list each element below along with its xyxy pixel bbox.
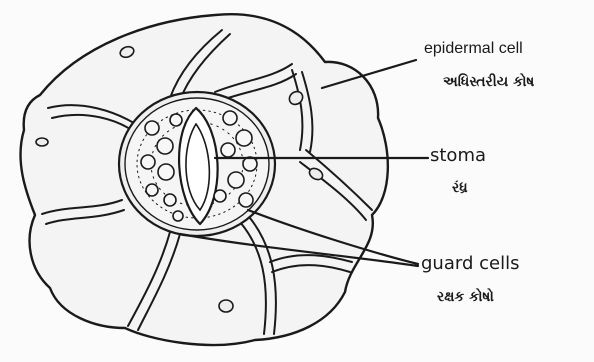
stoma-label-gujarati: રંધ્ર — [452, 180, 468, 196]
guard-cells-label: guard cells — [421, 253, 519, 274]
guard-cells-label-gujarati: રક્ષક કોષો — [437, 289, 494, 305]
epidermal-cell-label: epidermal cell — [424, 40, 523, 58]
epidermal-cell-label-gujarati: અધિસ્તરીય કોષ — [443, 74, 534, 90]
stoma-label: stoma — [430, 145, 486, 166]
